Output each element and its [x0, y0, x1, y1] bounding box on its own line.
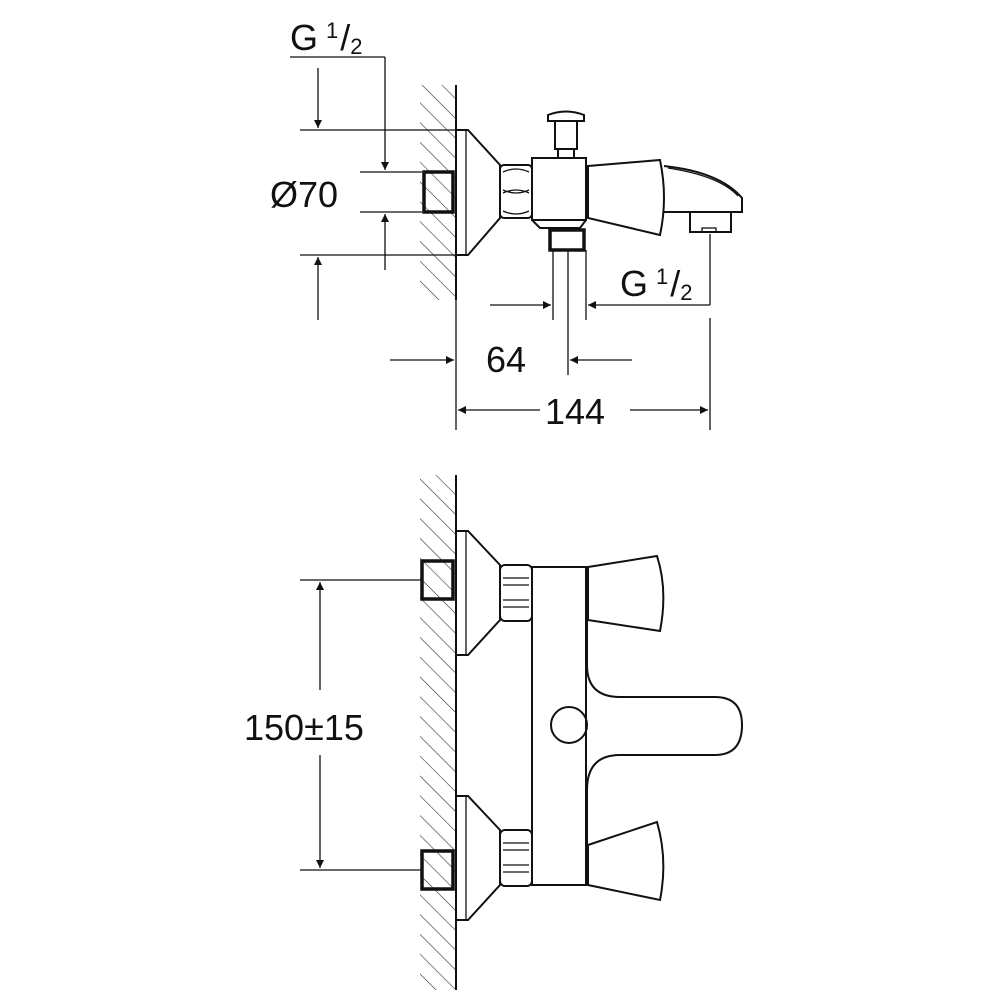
front-view: 150±15: [244, 475, 744, 990]
shower-outlet: [548, 228, 586, 252]
handle: [587, 158, 665, 237]
wall-hatch-bottom: [420, 475, 456, 990]
wall-flange: [456, 129, 501, 256]
spout-front: [586, 620, 744, 845]
dim-total-depth: 144: [545, 391, 605, 432]
dim-outlet-offset: 64: [486, 339, 526, 380]
upper-hex-nut: [499, 564, 533, 622]
spout: [663, 165, 743, 213]
hex-nut: [499, 164, 533, 219]
diameter-label: Ø70: [270, 174, 338, 215]
upper-handle: [587, 554, 665, 633]
dim-inlet-spacing: 150±15: [244, 707, 364, 748]
upper-flange: [456, 530, 501, 656]
aerator: [689, 212, 732, 233]
diverter-knob: [547, 110, 585, 159]
mixer-body: [531, 157, 587, 221]
wall-hatch-top: [420, 85, 456, 300]
lower-flange: [456, 795, 501, 921]
diverter-knob-front: [550, 706, 588, 744]
mixer-body-front: [531, 566, 587, 886]
lower-hex-nut: [499, 829, 533, 887]
lower-handle: [587, 820, 665, 902]
inlet-stub: [422, 170, 455, 214]
